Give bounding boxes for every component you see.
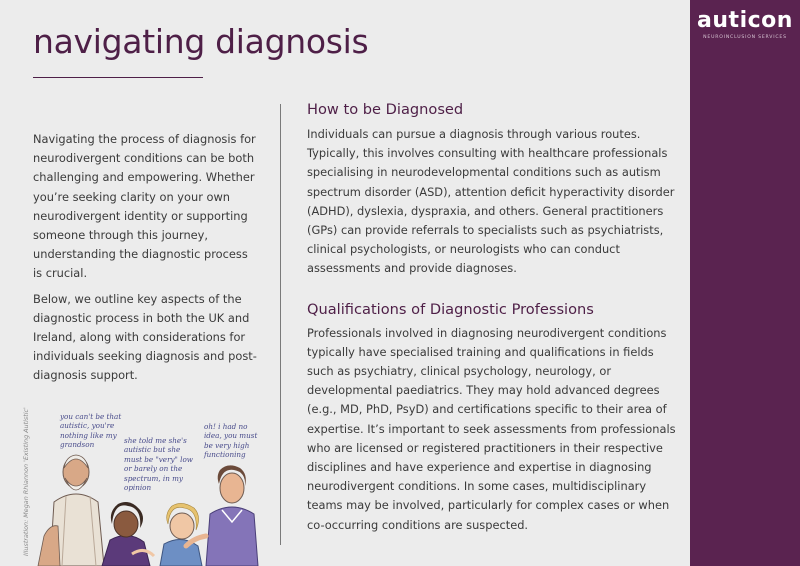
brand-sidebar: auticon NEUROINCLUSION SERVICES	[690, 0, 800, 566]
section-qualifications: Qualifications of Diagnostic Professions…	[307, 301, 677, 535]
content-column: How to be Diagnosed Individuals can purs…	[307, 101, 677, 535]
title-underline	[33, 77, 203, 78]
intro-column: Navigating the process of diagnosis for …	[33, 130, 258, 392]
section-heading: How to be Diagnosed	[307, 101, 464, 118]
man-right-figure	[183, 465, 259, 566]
column-divider	[280, 104, 281, 545]
woman-purple-figure	[101, 502, 156, 566]
speech-quote-3: oh! i had no idea, you must be very high…	[204, 422, 258, 460]
people-illustration	[37, 454, 259, 566]
section-how-to-be-diagnosed: How to be Diagnosed Individuals can purs…	[307, 101, 677, 279]
auticon-logo[interactable]: auticon NEUROINCLUSION SERVICES	[690, 8, 800, 40]
illustration: you can't be that autistic, you're nothi…	[36, 406, 276, 566]
logo-wordmark: auticon	[697, 8, 793, 33]
page-title: navigating diagnosis	[33, 22, 369, 61]
blonde-woman-figure	[159, 503, 203, 566]
intro-paragraph-2: Below, we outline key aspects of the dia…	[33, 291, 257, 383]
section-body: Individuals can pursue a diagnosis throu…	[307, 127, 675, 276]
section-body: Professionals involved in diagnosing neu…	[307, 325, 676, 532]
old-man-figure	[37, 454, 105, 566]
speech-quote-2: she told me she's autistic but she must …	[124, 436, 193, 493]
illustration-credit: Illustration: Megan Rhiannon 'Existing A…	[22, 407, 30, 556]
intro-paragraph-1: Navigating the process of diagnosis for …	[33, 132, 256, 281]
logo-tagline: NEUROINCLUSION SERVICES	[703, 35, 787, 40]
section-heading: Qualifications of Diagnostic Professions	[307, 300, 594, 318]
page: navigating diagnosis Navigating the proc…	[22, 22, 677, 566]
speech-quote-1: you can't be that autistic, you're nothi…	[60, 412, 122, 450]
